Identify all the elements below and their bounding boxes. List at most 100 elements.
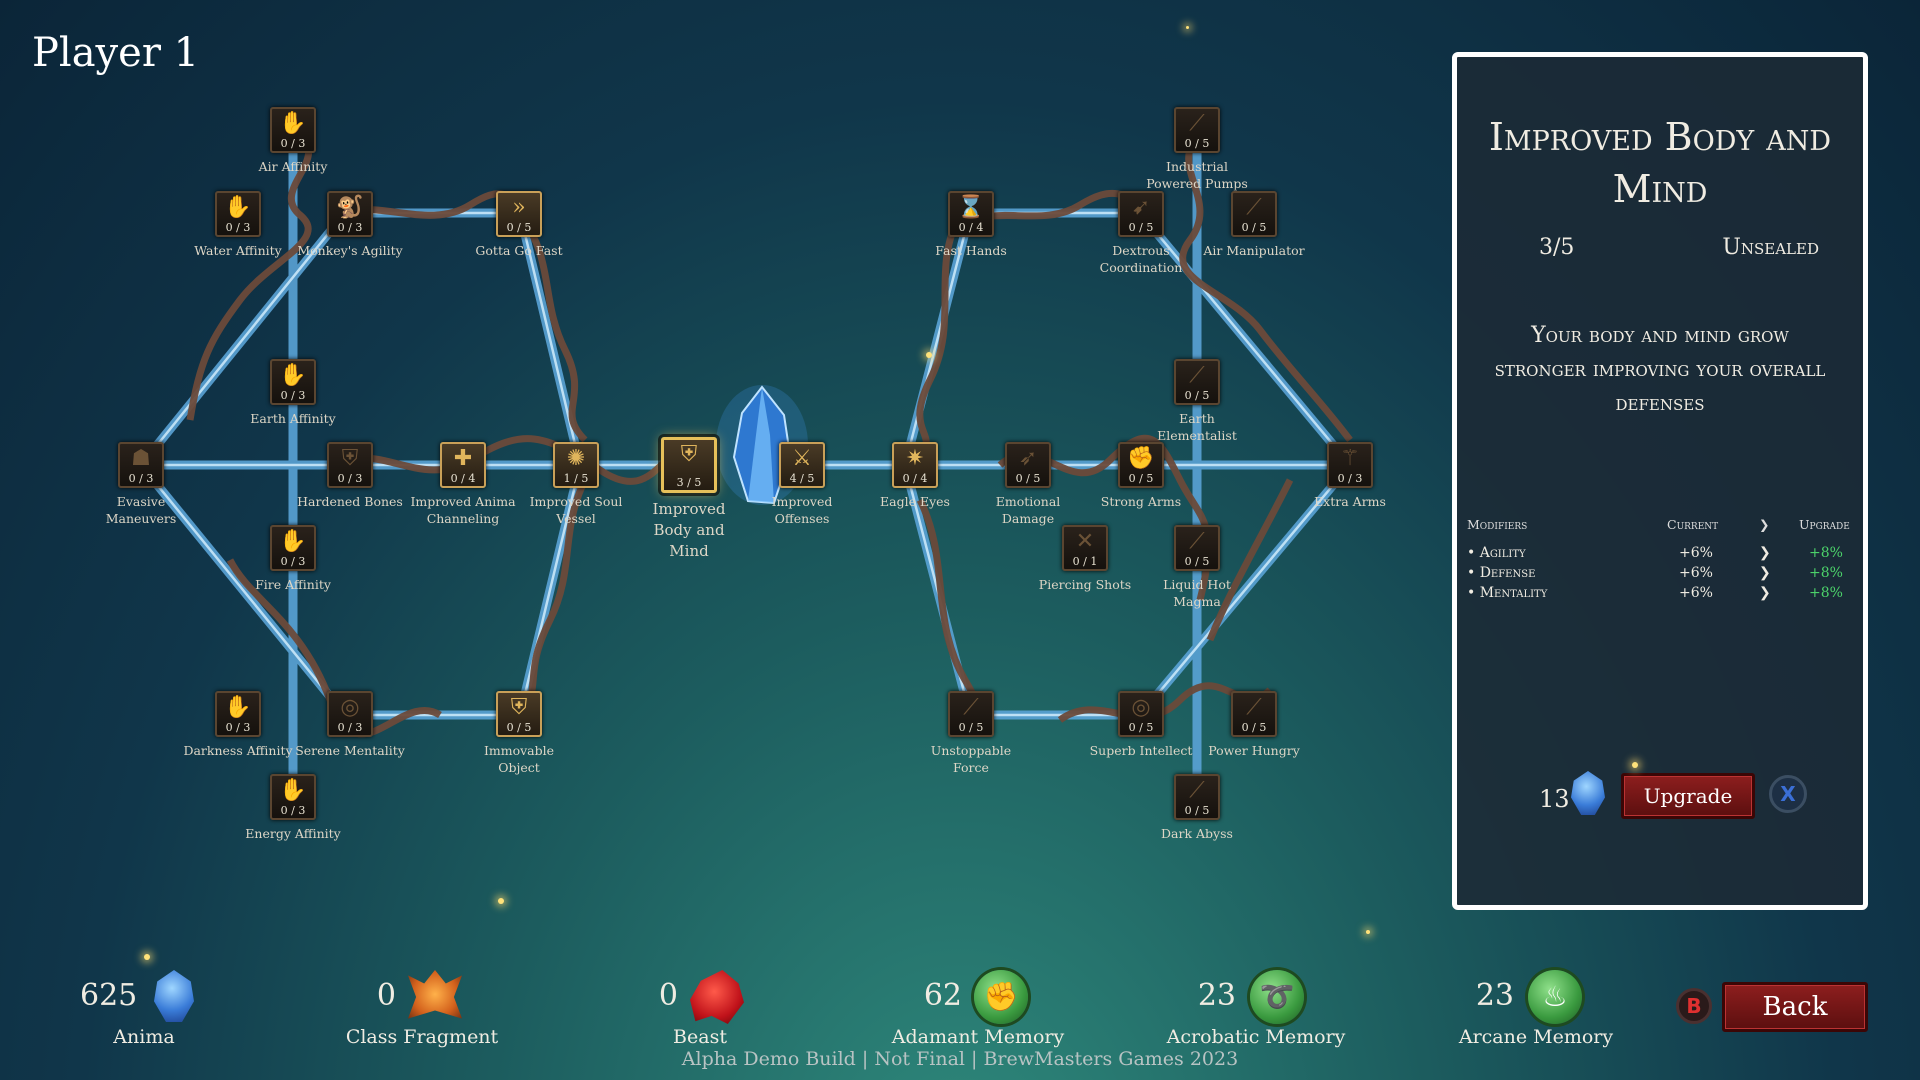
resource-name: Anima bbox=[113, 1026, 175, 1048]
skill-node-improved-offenses[interactable]: ⚔4 / 5 bbox=[779, 442, 825, 488]
resource-value: 0 bbox=[376, 978, 396, 1013]
skill-label: Air Affinity bbox=[258, 159, 328, 174]
monkey-icon: 🐒 bbox=[336, 195, 364, 220]
skill-node-dark-abyss[interactable]: ⟋0 / 5 bbox=[1174, 774, 1220, 820]
skill-node-fast-hands[interactable]: ⌛0 / 4 bbox=[948, 191, 994, 237]
floating-spark bbox=[498, 898, 504, 904]
skill-node-emotional-damage[interactable]: ➶0 / 5 bbox=[1005, 442, 1051, 488]
anima-crystal-icon bbox=[1571, 771, 1605, 815]
blade-icon: ⟋ bbox=[1189, 778, 1205, 803]
skill-rank: 0 / 5 bbox=[1015, 472, 1041, 485]
skill-node-hardened-bones[interactable]: ⛨0 / 3 bbox=[327, 442, 373, 488]
skill-node-evasive-maneuvers[interactable]: ☗0 / 3 bbox=[118, 442, 164, 488]
skill-node-improved-body-and-mind[interactable]: ⛨3 / 5 bbox=[661, 437, 717, 493]
resource-value: 0 bbox=[658, 978, 678, 1013]
skill-node-eagle-eyes[interactable]: ✷0 / 4 bbox=[892, 442, 938, 488]
skill-node-fire-affinity[interactable]: ✋0 / 3 bbox=[270, 525, 316, 571]
skill-rank: 0 / 3 bbox=[337, 221, 363, 234]
skill-node-water-affinity[interactable]: ✋0 / 3 bbox=[215, 191, 261, 237]
skill-label: Improved Soul Vessel bbox=[529, 494, 623, 526]
skill-label: Immovable Object bbox=[483, 743, 555, 775]
skill-node-air-affinity[interactable]: ✋0 / 3 bbox=[270, 107, 316, 153]
resource-name: Class Fragment bbox=[345, 1026, 499, 1048]
skill-label: Hardened Bones bbox=[297, 494, 403, 509]
sword-plus-icon: ⚔ bbox=[792, 446, 812, 471]
resource-value: 23 bbox=[1197, 978, 1236, 1013]
back-button[interactable]: Back bbox=[1722, 982, 1868, 1032]
skill-rank: 0 / 5 bbox=[1184, 389, 1210, 402]
skill-rank: 0 / 5 bbox=[1241, 221, 1267, 234]
skill-status: Unsealed bbox=[1722, 235, 1819, 260]
skill-rank: 0 / 5 bbox=[1184, 137, 1210, 150]
floating-spark bbox=[144, 954, 150, 960]
skill-label: Serene Mentality bbox=[295, 743, 405, 758]
swirl-icon: ◎ bbox=[340, 695, 360, 720]
claw-icon: ✋ bbox=[224, 695, 252, 720]
skill-node-liquid-hot-magma[interactable]: ⟋0 / 5 bbox=[1174, 525, 1220, 571]
resource-name: Beast bbox=[673, 1026, 727, 1048]
b-button-icon[interactable]: B bbox=[1676, 988, 1712, 1024]
modifier-row-agility: • Agility +6% ❯ +8% bbox=[1457, 545, 1863, 565]
blade-icon: ⟋ bbox=[1189, 111, 1205, 136]
skill-node-serene-mentality[interactable]: ◎0 / 3 bbox=[327, 691, 373, 737]
skill-node-darkness-affinity[interactable]: ✋0 / 3 bbox=[215, 691, 261, 737]
dash-icon: ➹ bbox=[1131, 195, 1151, 220]
skill-node-industrial-powered-pumps[interactable]: ⟋0 / 5 bbox=[1174, 107, 1220, 153]
skill-node-earth-elementalist[interactable]: ⟋0 / 5 bbox=[1174, 359, 1220, 405]
arrow-header: ❯ bbox=[1759, 517, 1770, 532]
claw-icon: ✋ bbox=[279, 111, 307, 136]
skill-rank: 1 / 5 bbox=[563, 472, 589, 485]
skill-node-extra-arms[interactable]: ⚚0 / 3 bbox=[1327, 442, 1373, 488]
soul-icon: ✺ bbox=[566, 446, 586, 471]
modifier-upgrade: +8% bbox=[1809, 585, 1843, 601]
skill-detail-panel: Improved Body and Mind 3/5 Unsealed Your… bbox=[1452, 52, 1868, 910]
skill-label: Strong Arms bbox=[1100, 494, 1182, 509]
modifier-arrow: ❯ bbox=[1759, 565, 1771, 581]
skill-label: Fire Affinity bbox=[255, 577, 331, 592]
skill-rank: 0 / 3 bbox=[1337, 472, 1363, 485]
skill-description: Your body and mind grow stronger improvi… bbox=[1494, 323, 1826, 416]
skill-rank: 0 / 4 bbox=[450, 472, 476, 485]
arcane-flame-icon: ♨ bbox=[1528, 970, 1582, 1024]
skill-node-piercing-shots[interactable]: ✕0 / 1 bbox=[1062, 525, 1108, 571]
skill-label: Earth Elementalist bbox=[1157, 411, 1237, 443]
modifier-row-mentality: • Mentality +6% ❯ +8% bbox=[1457, 585, 1863, 605]
floating-spark bbox=[926, 352, 932, 358]
resource-value: 625 bbox=[80, 978, 138, 1013]
blade-icon: ⟋ bbox=[1189, 529, 1205, 554]
skill-label: Improved Body and Mind bbox=[652, 500, 726, 560]
blade-icon: ⟋ bbox=[1246, 695, 1262, 720]
skill-label: Emotional Damage bbox=[995, 494, 1061, 526]
skill-node-air-manipulator[interactable]: ⟋0 / 5 bbox=[1231, 191, 1277, 237]
skill-node-improved-soul-vessel[interactable]: ✺1 / 5 bbox=[553, 442, 599, 488]
skill-node-strong-arms[interactable]: ✊0 / 5 bbox=[1118, 442, 1164, 488]
upgrade-button[interactable]: Upgrade bbox=[1621, 773, 1755, 819]
skill-node-improved-anima-channeling[interactable]: ✚0 / 4 bbox=[440, 442, 486, 488]
skill-node-dextrous-coordination[interactable]: ➹0 / 5 bbox=[1118, 191, 1164, 237]
skill-node-power-hungry[interactable]: ⟋0 / 5 bbox=[1231, 691, 1277, 737]
skill-rank: 0 / 3 bbox=[280, 389, 306, 402]
skill-label: Piercing Shots bbox=[1038, 577, 1132, 592]
skill-node-immovable-object[interactable]: ⛨0 / 5 bbox=[496, 691, 542, 737]
modifier-current: +6% bbox=[1679, 585, 1713, 601]
skill-rank: 0 / 5 bbox=[1128, 472, 1154, 485]
skill-node-energy-affinity[interactable]: ✋0 / 3 bbox=[270, 774, 316, 820]
skill-node-monkeys-agility[interactable]: 🐒0 / 3 bbox=[327, 191, 373, 237]
skill-rank: 4 / 5 bbox=[789, 472, 815, 485]
resource-value: 62 bbox=[923, 978, 962, 1013]
skill-node-unstoppable-force[interactable]: ⟋0 / 5 bbox=[948, 691, 994, 737]
skill-rank: 0 / 3 bbox=[337, 721, 363, 734]
skill-rank: 0 / 3 bbox=[280, 555, 306, 568]
skill-node-gotta-go-fast[interactable]: »0 / 5 bbox=[496, 191, 542, 237]
skill-label: Superb Intellect bbox=[1089, 743, 1193, 758]
adamant-fist-icon: ✊ bbox=[974, 970, 1028, 1024]
cancel-x-button-icon[interactable]: X bbox=[1769, 775, 1807, 813]
skill-label: Gotta Go Fast bbox=[475, 243, 563, 258]
skill-node-earth-affinity[interactable]: ✋0 / 3 bbox=[270, 359, 316, 405]
hourglass-icon: ⌛ bbox=[957, 195, 985, 220]
skill-label: Water Affinity bbox=[194, 243, 282, 258]
skill-node-superb-intellect[interactable]: ◎0 / 5 bbox=[1118, 691, 1164, 737]
skill-title: Improved Body and Mind bbox=[1488, 115, 1832, 211]
blade-icon: ⟋ bbox=[1189, 363, 1205, 388]
skill-rank: 0 / 5 bbox=[1128, 721, 1154, 734]
